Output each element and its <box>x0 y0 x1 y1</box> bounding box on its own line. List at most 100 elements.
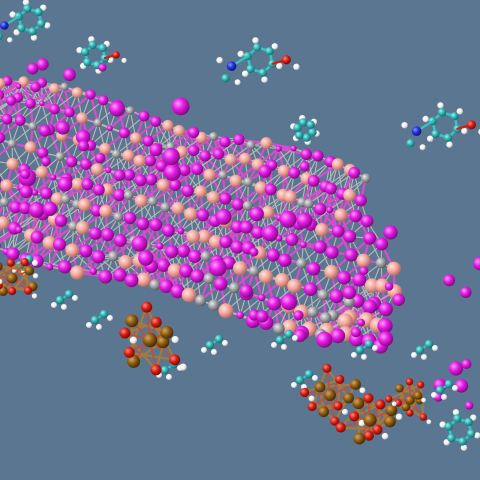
cesium-atom <box>167 263 182 278</box>
iodide-atom <box>0 176 2 184</box>
hydrogen-atom <box>271 43 278 50</box>
cesium-atom <box>203 168 216 182</box>
cesium-atom <box>334 208 348 222</box>
iodide-atom <box>0 243 1 249</box>
iodide-atom <box>344 248 358 262</box>
cesium-atom <box>364 278 380 293</box>
hydrogen-atom <box>291 382 297 388</box>
hydrogen-atom <box>419 144 426 151</box>
cesium-atom <box>49 83 60 94</box>
iodide-atom <box>306 262 321 276</box>
carbon-atom <box>80 47 90 57</box>
lead-atom <box>243 177 253 187</box>
carbon-atom <box>450 112 459 121</box>
hydrogen-atom <box>261 76 268 83</box>
hydrogen-atom <box>201 347 207 353</box>
hydrogen-atom <box>411 352 417 358</box>
iron-atom <box>343 392 354 404</box>
iodide-atom <box>187 126 200 139</box>
iodide-atom <box>215 208 232 225</box>
iodide-atom <box>278 253 292 267</box>
iodide-atom <box>264 183 277 196</box>
hydrogen-atom <box>432 345 438 351</box>
oxygen-atom <box>300 387 310 398</box>
cesium-atom <box>65 243 80 258</box>
iodide-atom <box>162 224 175 237</box>
iodide-atom <box>392 293 405 306</box>
carbon-atom <box>34 7 43 17</box>
iodide-atom <box>170 284 185 299</box>
cesium-atom <box>133 154 146 167</box>
iodide-atom <box>360 214 374 228</box>
iodide-atom <box>20 169 31 180</box>
fe-o-bond <box>128 306 148 354</box>
hydrogen-atom <box>44 22 51 29</box>
oxygen-atom <box>150 364 162 376</box>
cesium-atom <box>99 204 113 218</box>
iodide-atom <box>113 233 127 247</box>
cesium-atom <box>261 205 275 219</box>
iodide-atom <box>354 194 367 207</box>
iodide-atom <box>384 282 394 291</box>
iodide-atom <box>123 211 137 225</box>
hydrogen-atom <box>456 108 463 115</box>
fe-o-bond <box>333 383 357 423</box>
iodide-atom <box>357 318 366 327</box>
iron-atom <box>127 354 141 368</box>
carbon-atom <box>83 57 92 67</box>
iodide-atom <box>240 220 253 234</box>
iron-atom <box>160 325 174 339</box>
iodide-atom <box>145 173 158 186</box>
iodide-atom <box>303 282 318 296</box>
carbon-atom <box>415 345 425 355</box>
carbon-atom <box>205 340 215 350</box>
hydrogen-atom <box>237 50 244 58</box>
cesium-atom <box>274 273 290 288</box>
iodide-atom <box>26 62 39 75</box>
hydrogen-atom <box>372 345 378 351</box>
hydrogen-atom <box>342 408 348 415</box>
iodide-atom <box>299 161 310 172</box>
lead-atom <box>28 121 38 131</box>
iodide-atom <box>443 274 456 287</box>
lead-atom <box>208 299 220 311</box>
iodide-atom <box>142 135 154 147</box>
oxygen-atom <box>372 424 383 435</box>
oxygen-atom <box>141 301 153 313</box>
iodide-atom <box>124 273 139 288</box>
lead-atom <box>55 151 65 161</box>
lead-atom <box>60 194 71 204</box>
iodide-atom <box>230 220 244 234</box>
lead-atom <box>242 200 253 211</box>
iodide-atom <box>149 143 163 157</box>
iodide-atom <box>454 379 469 393</box>
carbon-atom <box>467 429 476 438</box>
lead-atom <box>68 221 79 232</box>
perovskite-lattice <box>0 58 480 410</box>
cesium-atom <box>337 313 353 329</box>
iodide-atom <box>25 98 36 109</box>
iodide-atom <box>144 154 156 167</box>
carbon-atom <box>17 23 26 33</box>
cesium-atom <box>224 153 237 166</box>
iodide-atom <box>448 361 463 376</box>
lead-atom <box>319 312 332 324</box>
iodide-atom <box>257 293 266 302</box>
cesium-atom <box>239 152 252 165</box>
iodide-atom <box>118 127 130 139</box>
iodide-atom <box>65 155 78 168</box>
iodide-atom <box>199 150 211 162</box>
iodide-atom <box>98 95 109 106</box>
iodide-atom <box>123 169 135 181</box>
carbon-atom <box>302 133 311 142</box>
iodide-atom <box>6 247 20 261</box>
lead-atom <box>246 140 256 150</box>
iodide-atom <box>288 166 301 179</box>
iodide-atom <box>473 256 480 271</box>
hydrogen-atom <box>31 293 38 299</box>
oxygen-atom <box>333 401 343 411</box>
cesium-atom <box>287 278 302 294</box>
hydrogen-atom <box>32 260 38 266</box>
iodide-atom <box>38 124 51 137</box>
iodide-atom <box>190 269 204 283</box>
